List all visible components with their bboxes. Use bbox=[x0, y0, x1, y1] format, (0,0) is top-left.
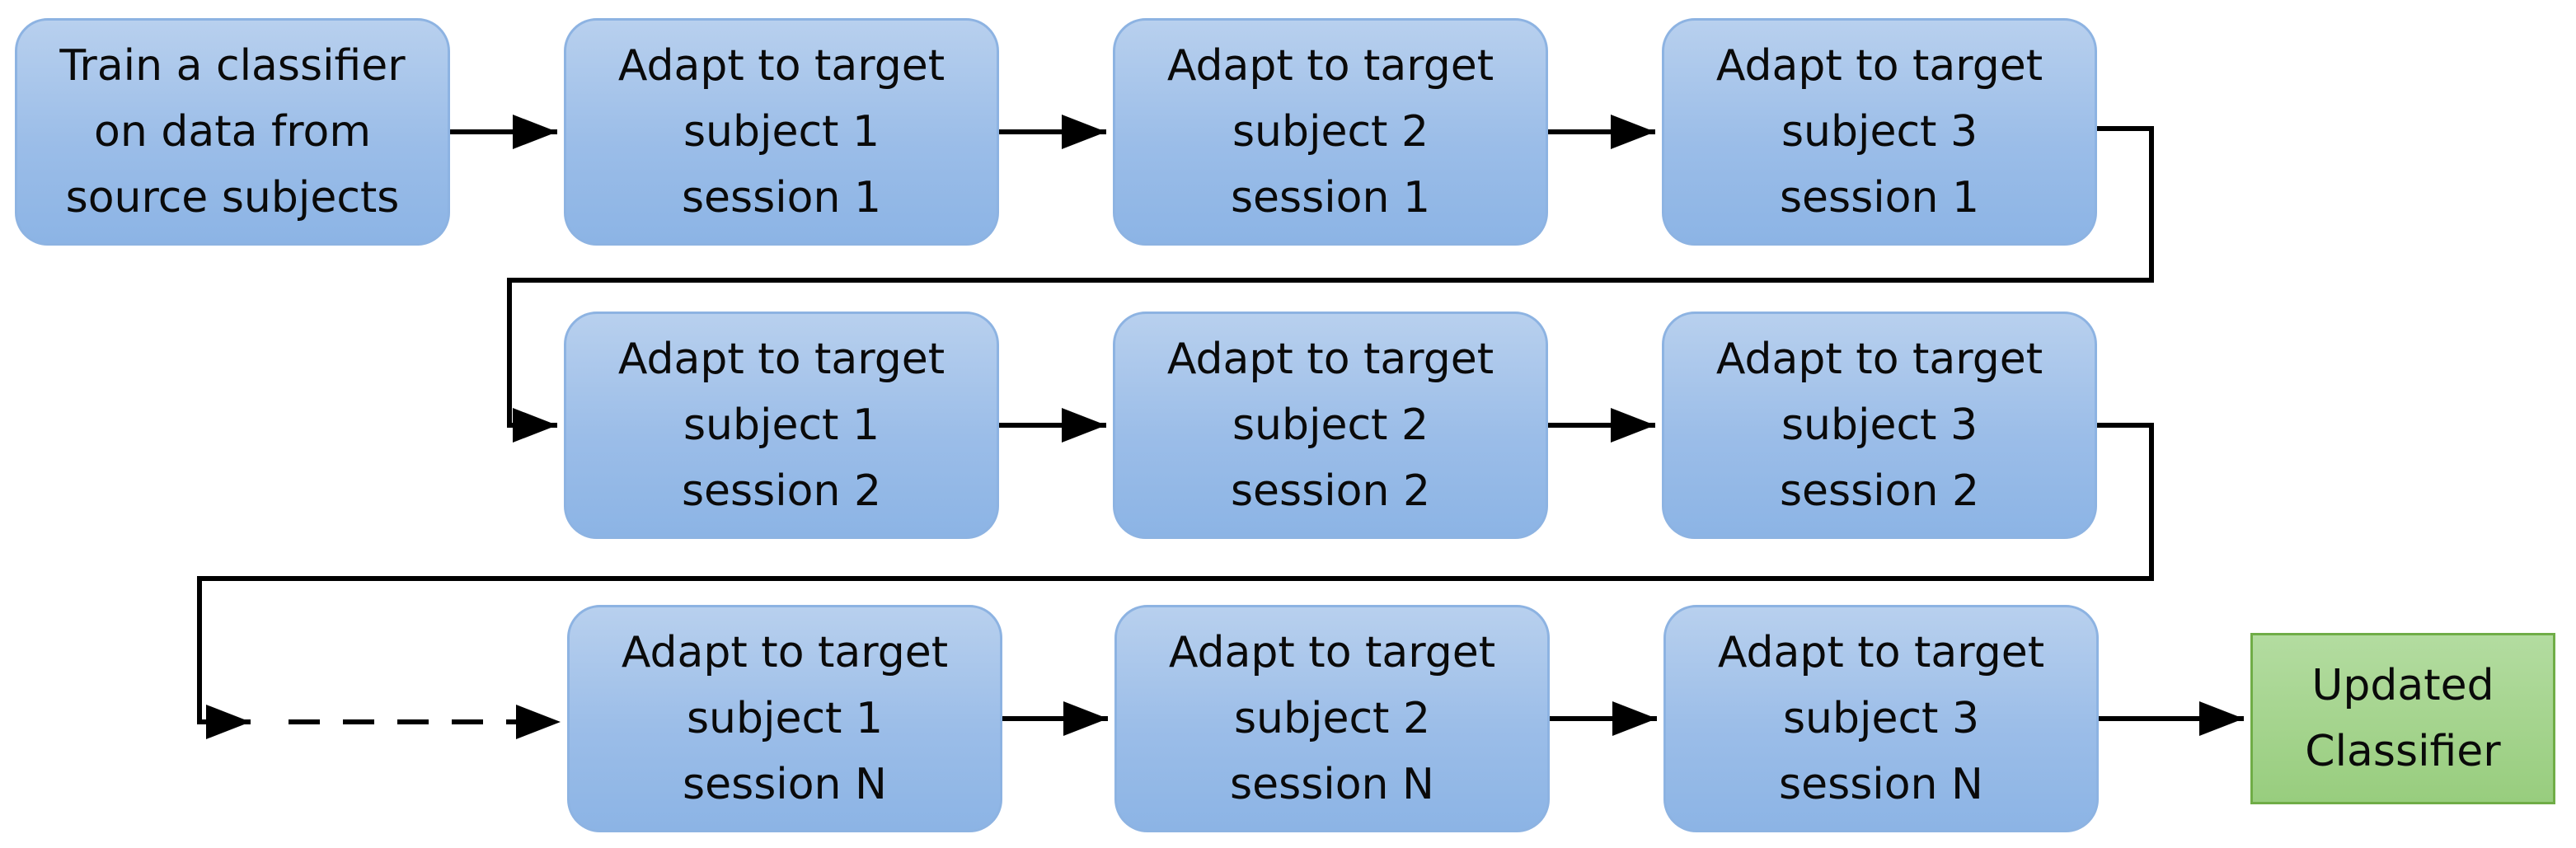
box-line: Adapt to target bbox=[621, 628, 949, 677]
adapt-subject2-session1-box: Adapt to target subject 2 session 1 bbox=[1113, 18, 1548, 246]
box-line: Adapt to target bbox=[1717, 628, 2045, 677]
adapt-subject1-session1-box: Adapt to target subject 1 session 1 bbox=[564, 18, 999, 246]
box-line: session N bbox=[683, 760, 887, 809]
box-line: session 2 bbox=[1230, 466, 1431, 516]
box-line: session N bbox=[1230, 760, 1434, 809]
box-line: Adapt to target bbox=[1166, 335, 1494, 384]
box-line: Adapt to target bbox=[617, 41, 945, 91]
box-line: source subjects bbox=[65, 173, 400, 223]
box-line: Adapt to target bbox=[1715, 41, 2043, 91]
box-line: Adapt to target bbox=[1168, 628, 1496, 677]
box-line: subject 2 bbox=[1232, 401, 1429, 450]
box-line: session 1 bbox=[1779, 173, 1980, 223]
box-line: session 2 bbox=[1779, 466, 1980, 516]
updated-classifier-box: Updated Classifier bbox=[2250, 633, 2555, 804]
box-line: Train a classifier bbox=[59, 41, 406, 91]
box-line: subject 3 bbox=[1781, 107, 1978, 157]
box-line: on data from bbox=[94, 107, 371, 157]
box-line: subject 1 bbox=[686, 694, 884, 743]
adapt-subject2-sessionN-box: Adapt to target subject 2 session N bbox=[1114, 605, 1550, 832]
adapt-subject1-session2-box: Adapt to target subject 1 session 2 bbox=[564, 312, 999, 539]
arrow-wrap-row1-to-row2 bbox=[507, 126, 2154, 443]
arrow-wrap-row2-to-row3 bbox=[197, 423, 2154, 739]
box-line: subject 2 bbox=[1233, 694, 1431, 743]
train-classifier-box: Train a classifier on data from source s… bbox=[15, 18, 450, 246]
box-line: session N bbox=[1779, 760, 1983, 809]
box-line: subject 3 bbox=[1782, 694, 1980, 743]
adapt-subject3-session2-box: Adapt to target subject 3 session 2 bbox=[1662, 312, 2097, 539]
adapt-subject1-sessionN-box: Adapt to target subject 1 session N bbox=[567, 605, 1002, 832]
box-line: Adapt to target bbox=[617, 335, 945, 384]
box-line: Adapt to target bbox=[1166, 41, 1494, 91]
adapt-subject2-session2-box: Adapt to target subject 2 session 2 bbox=[1113, 312, 1548, 539]
box-line: session 1 bbox=[1230, 173, 1431, 223]
box-line: subject 3 bbox=[1781, 401, 1978, 450]
box-line: session 1 bbox=[681, 173, 882, 223]
box-line: subject 2 bbox=[1232, 107, 1429, 157]
box-line: subject 1 bbox=[683, 107, 880, 157]
box-line: Adapt to target bbox=[1715, 335, 2043, 384]
adapt-subject3-session1-box: Adapt to target subject 3 session 1 bbox=[1662, 18, 2097, 246]
box-line: session 2 bbox=[681, 466, 882, 516]
box-line: subject 1 bbox=[683, 401, 880, 450]
box-line: Updated bbox=[2311, 661, 2494, 710]
box-line: Classifier bbox=[2305, 727, 2501, 776]
adapt-subject3-sessionN-box: Adapt to target subject 3 session N bbox=[1663, 605, 2099, 832]
